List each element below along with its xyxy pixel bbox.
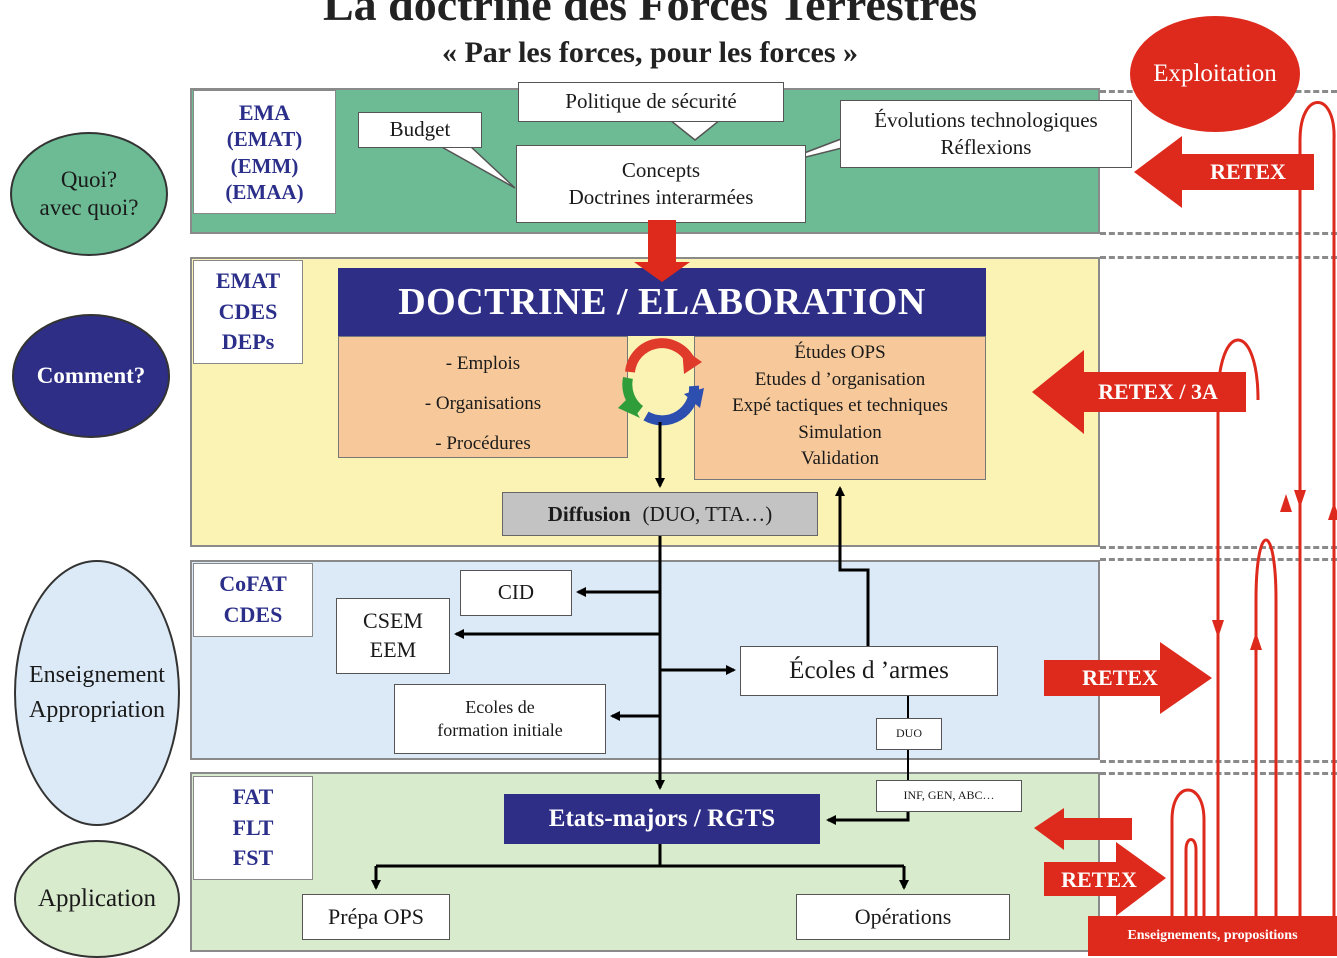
- duo-box: DUO: [876, 718, 942, 750]
- exploitation-label: Exploitation: [1153, 60, 1277, 87]
- diagram-subtitle: « Par les forces, pour les forces »: [441, 36, 859, 69]
- doctrine-elaboration-text: DOCTRINE / ELABORATION: [398, 281, 926, 323]
- politique-label: Politique de sécurité: [565, 89, 737, 114]
- elaboration-right-panel: [694, 336, 986, 480]
- enseignement-line2: Appropriation: [29, 697, 165, 723]
- retex1-label: RETEX: [1210, 159, 1286, 184]
- item-etudes-orga: Etudes d ’organisation: [754, 368, 926, 390]
- retex4-arrow-shape: [1044, 842, 1166, 916]
- politique-callout: Politique de sécurité: [518, 82, 784, 122]
- etats-majors-box: Etats-majors / RGTS: [504, 794, 820, 844]
- quoi-line1: Quoi?: [60, 167, 118, 193]
- etats-majors-label: Etats-majors / RGTS: [548, 805, 776, 832]
- org-box-cofat: CoFAT CDES: [193, 563, 313, 637]
- separator-2: [1100, 232, 1337, 235]
- evolutions-callout: Évolutions technologiques Réflexions: [840, 100, 1132, 168]
- prepa-ops-box: Prépa OPS: [302, 894, 450, 940]
- item-validation: Validation: [800, 448, 880, 469]
- comment-label: Comment?: [36, 363, 146, 388]
- feedback-loops: [1170, 101, 1336, 916]
- quoi-line2: avec quoi?: [39, 195, 139, 220]
- prepa-ops-label: Prépa OPS: [328, 903, 424, 929]
- budget-callout: Budget: [358, 112, 482, 148]
- elaboration-left-list: - Emplois - Organisations - Procédures: [338, 344, 628, 464]
- concepts-line2: Doctrines interarmées: [568, 185, 754, 209]
- item-organisations: - Organisations: [424, 393, 542, 414]
- elaboration-right-list: Études OPS Etudes d ’organisation Expé t…: [694, 340, 986, 473]
- cid-label: CID: [497, 580, 535, 605]
- evolutions-line1: Évolutions technologiques: [874, 107, 1098, 132]
- application-label: Application: [37, 885, 157, 912]
- retex4-label: RETEX: [1061, 867, 1137, 892]
- ecoles-fi-box: Ecoles de formation initiale: [394, 684, 606, 754]
- csem-line2: EEM: [369, 637, 417, 662]
- elaboration-left-panel: [338, 336, 628, 458]
- ellipse-quoi: Quoi?avec quoi?: [10, 132, 168, 256]
- small-left-arrow: [1034, 808, 1132, 850]
- concepts-to-doctrine-arrow: [634, 220, 690, 282]
- item-etudes-ops: Études OPS: [794, 342, 886, 363]
- csem-box: CSEM EEM: [336, 598, 450, 674]
- org-deps: DEPs: [221, 329, 275, 355]
- retex3-arrow-shape: [1044, 642, 1212, 714]
- concepts-box: Concepts Doctrines interarmées: [516, 145, 806, 223]
- ecoles-fi-line1: Ecoles de: [465, 696, 535, 717]
- csem-line1: CSEM: [363, 608, 423, 634]
- org-fat: FAT: [232, 783, 274, 809]
- operations-box: Opérations: [796, 894, 1010, 940]
- retex2-arrow-shape: [1032, 350, 1246, 434]
- enseignement-line1: Enseignement: [29, 662, 165, 689]
- concepts-line1: Concepts: [621, 157, 701, 182]
- diffusion-bold: Diffusion: [547, 501, 631, 526]
- ellipse-application: Application: [14, 840, 180, 958]
- org-ema: EMA: [238, 99, 291, 125]
- org-emm: (EMM): [230, 153, 299, 178]
- enseignements-banner: Enseignements, propositions: [1088, 916, 1337, 956]
- cycle-icon: [618, 338, 704, 426]
- diffusion-rest: (DUO, TTA…): [642, 501, 773, 526]
- org-box-ema: EMA (EMAT) (EMM) (EMAA): [193, 90, 336, 214]
- org-cofat: CoFAT: [219, 571, 287, 597]
- org-emaa: (EMAA): [225, 179, 304, 204]
- org-box-fat: FAT FLT FST: [193, 776, 313, 880]
- retex2-label: RETEX / 3A: [1098, 379, 1218, 404]
- evolutions-line2: Réflexions: [940, 135, 1032, 159]
- retex1-arrow-shape: [1134, 136, 1314, 208]
- ecoles-armes-label: Écoles d ’armes: [789, 656, 949, 684]
- ellipse-comment: Comment?: [12, 314, 170, 438]
- org-flt: FLT: [232, 814, 274, 840]
- exploitation-ellipse: Exploitation: [1130, 16, 1300, 132]
- org-box-emat: EMAT CDES DEPs: [193, 260, 303, 364]
- org-cdes: CDES: [218, 298, 278, 324]
- inf-gen-box: INF, GEN, ABC…: [876, 780, 1022, 812]
- retex3-label: RETEX: [1082, 665, 1158, 690]
- inf-gen-label: INF, GEN, ABC…: [903, 788, 995, 803]
- enseignements-label: Enseignements, propositions: [1127, 928, 1298, 943]
- org-emat2: EMAT: [215, 267, 281, 293]
- item-simulation: Simulation: [798, 421, 882, 443]
- operations-label: Opérations: [854, 903, 952, 929]
- item-emplois: - Emplois: [445, 353, 521, 374]
- diagram-title: La doctrine des Forces Terrestres: [322, 0, 978, 30]
- duo-label: DUO: [896, 726, 922, 741]
- budget-label: Budget: [389, 117, 451, 142]
- org-cdes2: CDES: [223, 602, 283, 627]
- diffusion-box: Diffusion (DUO, TTA…): [502, 492, 818, 536]
- separator-3: [1100, 256, 1337, 259]
- org-fst: FST: [232, 845, 274, 871]
- ecoles-armes-box: Écoles d ’armes: [740, 646, 998, 696]
- org-emat: (EMAT): [226, 127, 303, 152]
- ecoles-fi-line2: formation initiale: [437, 720, 563, 740]
- cid-box: CID: [460, 570, 572, 616]
- item-procedures: - Procédures: [435, 433, 531, 454]
- item-expe: Expé tactiques et techniques: [732, 395, 948, 416]
